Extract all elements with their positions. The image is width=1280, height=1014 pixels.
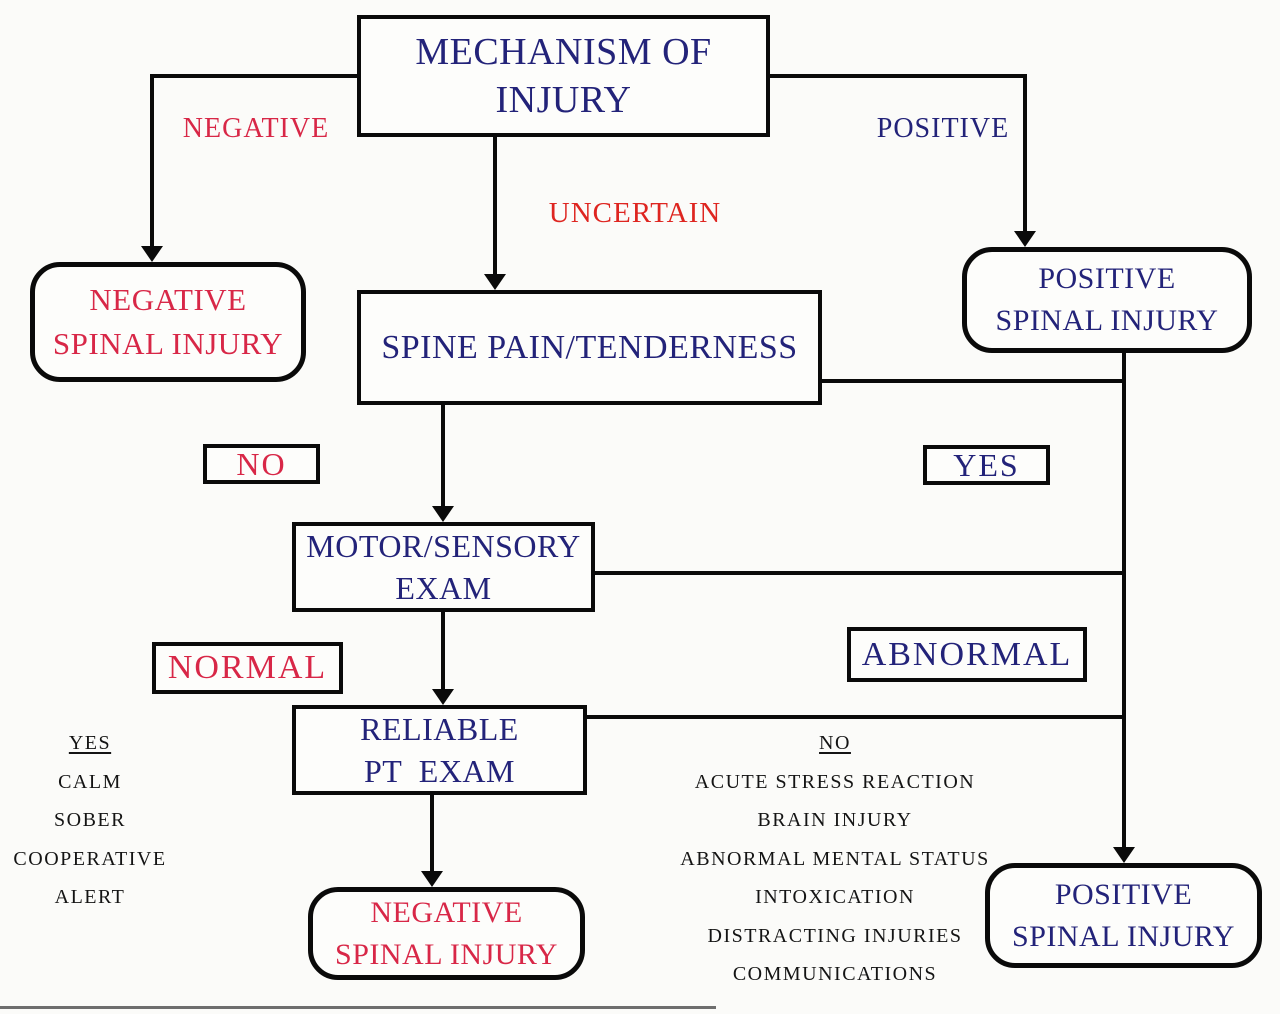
edge-label-negative: NEGATIVE xyxy=(182,113,330,144)
node-spine-pain-tenderness: SPINE PAIN/TENDERNESS xyxy=(357,290,822,405)
list-item-acute-stress-reaction: ACUTE STRESS REACTION xyxy=(694,770,976,793)
label-abnormal-text: ABNORMAL xyxy=(861,635,1073,673)
list-item-calm: CALM xyxy=(58,770,122,793)
list-no-header: NO xyxy=(819,732,851,754)
connector-right-trunk-vertical xyxy=(1122,351,1126,851)
list-item-distracting-injuries: DISTRACTING INJURIES xyxy=(707,924,963,947)
connector-mechanism-left-horizontal xyxy=(150,74,359,78)
node-reliable-pt-line1: RELIABLE xyxy=(360,711,519,747)
connector-reliable-no-horizontal xyxy=(585,715,1126,719)
positive-spinal-top-line1: POSITIVE xyxy=(1038,262,1176,295)
negative-spinal-bottom-line1: NEGATIVE xyxy=(370,895,523,929)
negative-spinal-bottom-line2: SPINAL INJURY xyxy=(335,937,558,971)
node-spine-pain-label: SPINE PAIN/TENDERNESS xyxy=(381,328,798,366)
node-reliable-pt-exam: RELIABLE PT EXAM xyxy=(292,705,587,795)
list-item-sober: SOBER xyxy=(54,809,126,831)
list-item-intoxication: INTOXICATION xyxy=(755,886,915,908)
node-motor-sensory-exam: MOTOR/SENSORY EXAM xyxy=(292,522,595,612)
arrowhead-motor-sensory xyxy=(432,506,454,522)
label-normal-text: NORMAL xyxy=(167,649,328,686)
arrowhead-negative-spinal-bottom xyxy=(421,871,443,887)
connector-motor-abnormal-horizontal xyxy=(593,571,1126,575)
list-item-alert: ALERT xyxy=(54,886,126,908)
list-yes-header: YES xyxy=(68,732,112,754)
edge-label-uncertain: UNCERTAIN xyxy=(548,197,722,229)
node-motor-sensory-line1: MOTOR/SENSORY xyxy=(306,528,581,564)
node-reliable-pt-line2: PT EXAM xyxy=(364,753,515,789)
scan-artifact-line xyxy=(0,1006,716,1009)
label-box-yes: YES xyxy=(923,445,1050,485)
connector-spine-pain-yes-horizontal xyxy=(820,379,1126,383)
connector-reliable-down-vertical xyxy=(430,793,434,875)
list-reliable-yes-criteria: YES CALM SOBER COOPERATIVE ALERT xyxy=(5,724,175,917)
list-item-brain-injury: BRAIN INJURY xyxy=(757,809,913,831)
node-negative-spinal-injury-top: NEGATIVE SPINAL INJURY xyxy=(30,262,306,382)
connector-motor-down-vertical xyxy=(441,610,445,693)
negative-spinal-top-line1: NEGATIVE xyxy=(89,282,247,317)
node-mechanism-line2: INJURY xyxy=(495,79,632,121)
list-item-abnormal-mental-status: ABNORMAL MENTAL STATUS xyxy=(680,847,990,870)
node-mechanism-of-injury: MECHANISM OF INJURY xyxy=(357,15,770,137)
label-box-no: NO xyxy=(203,444,320,484)
connector-uncertain-vertical xyxy=(493,137,497,277)
list-item-cooperative: COOPERATIVE xyxy=(13,847,167,870)
arrowhead-positive-spinal-bottom xyxy=(1113,847,1135,863)
list-item-communications: COMMUNICATIONS xyxy=(732,963,938,985)
arrowhead-spine-pain xyxy=(484,274,506,290)
negative-spinal-top-line2: SPINAL INJURY xyxy=(52,326,284,361)
node-positive-spinal-injury-bottom: POSITIVE SPINAL INJURY xyxy=(985,863,1262,968)
connector-negative-vertical xyxy=(150,74,154,250)
arrowhead-negative-spinal-top xyxy=(141,246,163,262)
edge-label-positive: POSITIVE xyxy=(876,113,1010,144)
positive-spinal-top-line2: SPINAL INJURY xyxy=(995,304,1219,337)
node-mechanism-line1: MECHANISM OF xyxy=(415,31,712,73)
node-motor-sensory-line2: EXAM xyxy=(395,570,492,606)
node-negative-spinal-injury-bottom: NEGATIVE SPINAL INJURY xyxy=(308,887,585,980)
list-reliable-no-criteria: NO ACUTE STRESS REACTION BRAIN INJURY AB… xyxy=(655,724,1015,994)
connector-spine-pain-down-vertical xyxy=(441,403,445,508)
connector-positive-vertical xyxy=(1023,74,1027,233)
label-yes-text: YES xyxy=(953,446,1020,483)
arrowhead-positive-spinal-top xyxy=(1014,231,1036,247)
label-box-normal: NORMAL xyxy=(152,642,343,694)
label-box-abnormal: ABNORMAL xyxy=(847,627,1087,682)
connector-mechanism-right-horizontal xyxy=(768,74,1027,78)
node-positive-spinal-injury-top: POSITIVE SPINAL INJURY xyxy=(962,247,1252,353)
arrowhead-reliable-pt xyxy=(432,689,454,705)
positive-spinal-bottom-line2: SPINAL INJURY xyxy=(1012,919,1235,953)
label-no-text: NO xyxy=(236,445,287,482)
positive-spinal-bottom-line1: POSITIVE xyxy=(1054,877,1193,911)
